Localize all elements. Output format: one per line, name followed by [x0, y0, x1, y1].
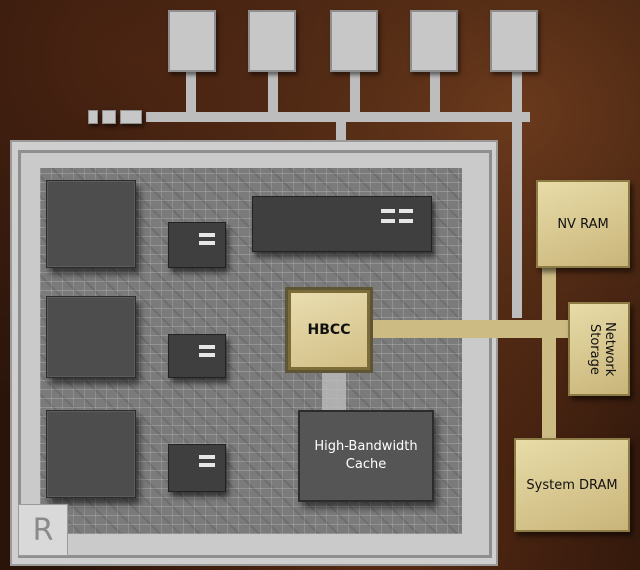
system-dram-label: System DRAM: [526, 477, 618, 493]
hbcc-external-link: [372, 320, 572, 338]
bus-trace-4: [430, 70, 440, 120]
wide-controller-chip: [252, 196, 432, 252]
nv-ram-label: NV RAM: [557, 216, 609, 232]
memory-chip-large-1: [46, 180, 136, 268]
hbcc-controller: HBCC: [285, 287, 373, 373]
small-pad-2: [102, 110, 116, 124]
logo-letter: R: [32, 512, 54, 548]
external-vertical-link: [542, 260, 556, 442]
bus-right-vertical-trace: [512, 118, 522, 318]
nv-ram-module: NV RAM: [536, 180, 630, 268]
top-pad-3: [330, 10, 378, 72]
logo-tile: R: [18, 504, 68, 556]
top-pad-2: [248, 10, 296, 72]
small-chip-1: [168, 222, 226, 268]
network-storage-label: Network Storage: [587, 321, 617, 377]
small-pad-1: [88, 110, 98, 124]
memory-chip-large-3: [46, 410, 136, 498]
system-dram-module: System DRAM: [514, 438, 630, 532]
high-bandwidth-cache: High-Bandwidth Cache: [298, 410, 434, 502]
top-pad-4: [410, 10, 458, 72]
cache-label: High-Bandwidth Cache: [314, 439, 418, 472]
top-pad-5: [490, 10, 538, 72]
network-storage-module: Network Storage: [568, 302, 630, 396]
top-bus-trace: [146, 112, 530, 122]
hbcc-cache-trace: [322, 370, 346, 412]
bus-trace-3: [350, 70, 360, 120]
memory-chip-large-2: [46, 296, 136, 378]
small-chip-3: [168, 444, 226, 492]
hbcc-label: HBCC: [307, 322, 351, 338]
small-pad-3: [120, 110, 142, 124]
small-chip-2: [168, 334, 226, 378]
top-pad-1: [168, 10, 216, 72]
bus-trace-5: [512, 70, 522, 120]
bus-trace-2: [268, 70, 278, 120]
bus-trace-1: [186, 70, 196, 120]
